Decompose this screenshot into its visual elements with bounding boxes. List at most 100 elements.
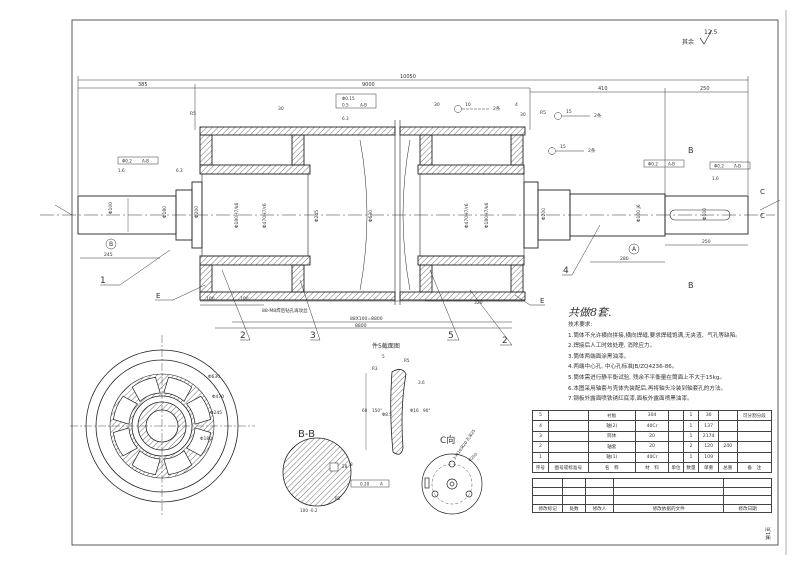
table-cell: 1 bbox=[682, 451, 700, 463]
table-cell bbox=[668, 451, 684, 463]
svg-text:Φ0.15: Φ0.15 bbox=[342, 96, 355, 101]
end-view-opening bbox=[163, 377, 193, 402]
table-cell bbox=[736, 441, 773, 453]
svg-text:A-B: A-B bbox=[668, 162, 675, 167]
part-label-5: 5 bbox=[448, 331, 454, 341]
svg-text:12.5: 12.5 bbox=[704, 29, 718, 36]
table-cell: 修改日期 bbox=[723, 503, 772, 514]
technical-requirements: 共做8套. 技术要求: 1.筒体不允许横向拼接,横向焊缝,要求焊缝饱满,无夹渣、… bbox=[568, 306, 778, 405]
svg-text:R3: R3 bbox=[372, 366, 378, 371]
svg-text:30: 30 bbox=[434, 102, 440, 108]
part-label-2: 2 bbox=[240, 331, 246, 341]
table-cell bbox=[717, 409, 738, 422]
svg-text:Φ8.5: Φ8.5 bbox=[382, 412, 392, 417]
end-view-opening bbox=[131, 377, 161, 402]
table-cell: 筒体 bbox=[587, 430, 636, 443]
svg-text:15: 15 bbox=[566, 109, 572, 115]
dim-dia-200-right: Φ200 bbox=[541, 208, 547, 220]
dim-dia-200: Φ200 bbox=[194, 206, 200, 218]
svg-text:2条: 2条 bbox=[594, 112, 602, 119]
dim-245: 245 bbox=[104, 252, 113, 258]
table-cell: 1 bbox=[532, 451, 549, 463]
dim-100b: 100 bbox=[240, 296, 249, 302]
dim-dia-470-right: Φ470H7/r6 bbox=[464, 203, 470, 228]
svg-text:15: 15 bbox=[560, 144, 566, 150]
table-cell bbox=[717, 420, 738, 432]
end-dim-245: Φ245 bbox=[210, 410, 222, 416]
table-cell: 40Cr bbox=[634, 420, 670, 432]
svg-text:R2: R2 bbox=[335, 496, 341, 501]
dim-410: 410 bbox=[598, 86, 608, 92]
svg-text:A-B: A-B bbox=[142, 159, 149, 164]
table-cell bbox=[547, 430, 589, 443]
svg-text:C: C bbox=[760, 212, 765, 220]
svg-text:Φ0.2: Φ0.2 bbox=[648, 162, 658, 167]
handwritten-note: 共做8套. bbox=[568, 306, 612, 319]
svg-text:Φ200: Φ200 bbox=[467, 451, 478, 462]
top-dimensions bbox=[77, 76, 749, 195]
dim-pitch: 88X100=8800 bbox=[350, 316, 383, 322]
svg-text:A: A bbox=[380, 482, 383, 487]
end-view bbox=[70, 335, 255, 515]
c-view bbox=[421, 453, 483, 515]
table-cell: 1 bbox=[682, 420, 700, 432]
svg-text:1.6: 1.6 bbox=[712, 176, 719, 181]
svg-text:B: B bbox=[688, 281, 694, 290]
svg-text:R5: R5 bbox=[190, 111, 196, 117]
table-cell bbox=[531, 486, 564, 497]
bom-header-row: 序号图号或标准号名 称材 料单位数量单重总重备 注 bbox=[532, 461, 773, 474]
table-cell: 240 bbox=[717, 441, 738, 453]
svg-text:Φ16: Φ16 bbox=[410, 408, 419, 413]
end-dim-470: Φ470 bbox=[212, 394, 224, 400]
table-cell bbox=[723, 478, 772, 488]
dim-dia-180-right: Φ180H7/k6 bbox=[484, 203, 490, 229]
table-cell bbox=[613, 495, 725, 505]
dim-250: 250 bbox=[700, 86, 710, 92]
table-cell: 修改标记 bbox=[531, 503, 564, 514]
end-view-opening bbox=[163, 450, 193, 475]
note-item: 3.筒体两端面涂黑油漆。 bbox=[568, 353, 630, 360]
table-cell bbox=[584, 495, 615, 505]
table-cell: 2 bbox=[532, 441, 549, 453]
dim-100a: 100 bbox=[206, 296, 215, 302]
table-cell: 修改人 bbox=[584, 503, 615, 514]
table-cell bbox=[562, 495, 586, 505]
table-cell bbox=[562, 478, 586, 488]
svg-text:0.5: 0.5 bbox=[342, 103, 349, 108]
end-view-opening bbox=[113, 427, 138, 457]
table-cell: 304 bbox=[634, 409, 670, 422]
table-cell bbox=[736, 430, 773, 443]
note-item: 4.两端中心孔, 中心孔标准JB/ZQ4236-86。 bbox=[568, 364, 678, 371]
table-cell bbox=[562, 486, 586, 497]
svg-text:60: 60 bbox=[362, 408, 368, 413]
svg-text:5: 5 bbox=[382, 354, 385, 359]
svg-text:30: 30 bbox=[520, 112, 526, 118]
table-cell bbox=[531, 478, 564, 488]
roughness-note: 其余 12.5 bbox=[682, 29, 718, 46]
table-cell: 单重 bbox=[698, 461, 719, 474]
svg-text:C: C bbox=[760, 188, 765, 196]
revision-row bbox=[531, 495, 772, 505]
table-cell: 总重 bbox=[717, 461, 738, 474]
section-5-profile bbox=[390, 369, 407, 455]
table-cell: 数量 bbox=[682, 461, 700, 474]
table-cell: 轴套 bbox=[587, 441, 636, 453]
end-view-opening bbox=[131, 450, 161, 475]
svg-text:100 -0.2: 100 -0.2 bbox=[300, 508, 318, 513]
svg-text:其余: 其余 bbox=[682, 38, 694, 46]
dim-250b: 250 bbox=[702, 239, 711, 245]
note-item: 7.钢板外露面喷铁锈红底漆,面板外露面喷黑油漆。 bbox=[568, 396, 693, 403]
table-cell: 20 bbox=[634, 430, 670, 443]
svg-text:2条: 2条 bbox=[493, 105, 501, 112]
table-cell: 2 bbox=[682, 441, 700, 453]
table-cell bbox=[531, 495, 564, 505]
bb-keyway bbox=[329, 462, 339, 472]
svg-text:B: B bbox=[109, 241, 113, 248]
dim-dia-100-right: Φ100 bbox=[702, 208, 708, 220]
